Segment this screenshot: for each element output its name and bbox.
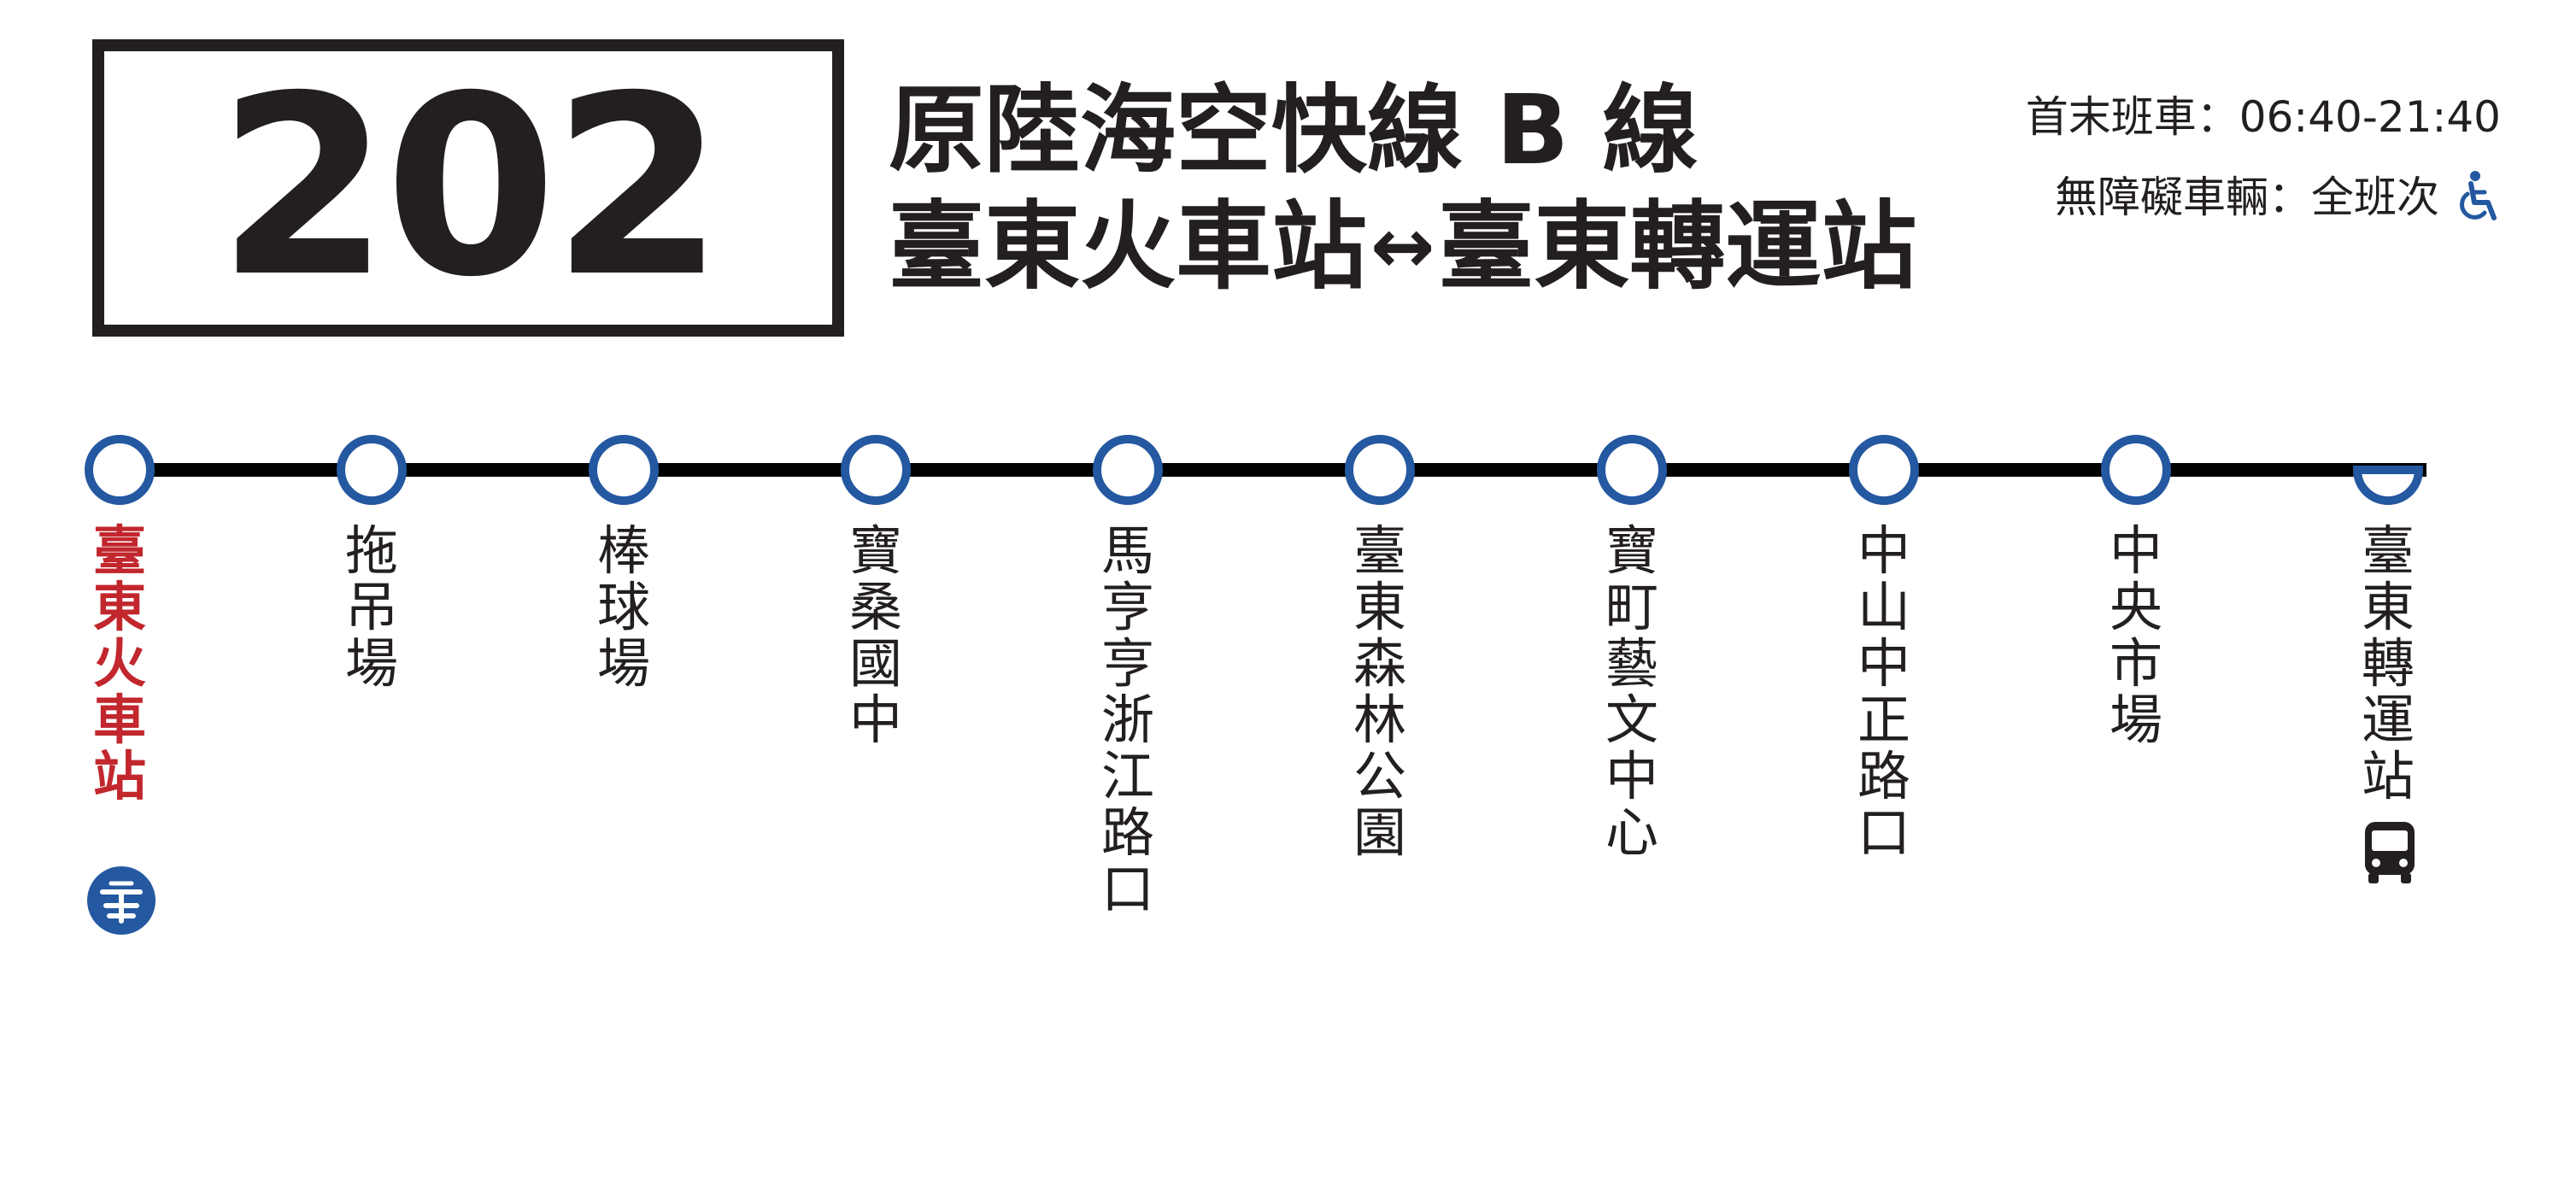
stop-label: 寶桑國中: [848, 519, 902, 751]
stop-label: 棒球場: [596, 519, 650, 695]
route-origin: 臺東火車站: [889, 191, 1367, 302]
stop-marker: [1849, 435, 1919, 505]
stop-label: 臺東轉運站: [2361, 519, 2415, 807]
stop-marker: [589, 435, 659, 505]
service-hours-row: 首末班車：06:40-21:40: [2026, 77, 2501, 157]
route-number: 202: [217, 44, 724, 331]
stop-marker: [85, 435, 155, 505]
stop-label: 拖吊場: [344, 519, 398, 695]
route-number-box: 202: [92, 39, 844, 337]
bidirectional-arrow-icon: ↔: [1370, 202, 1435, 291]
stop-label: 臺東火車站: [92, 519, 146, 807]
stop-marker: [1345, 435, 1415, 505]
accessible-row: 無障礙車輛：全班次: [2026, 157, 2501, 238]
stop-marker: [1597, 435, 1667, 505]
route-name: 原陸海空快線 B 線: [889, 75, 1699, 186]
service-info: 首末班車：06:40-21:40 無障礙車輛：全班次: [2026, 77, 2501, 238]
stop-marker: [841, 435, 911, 505]
taiwan-railway-logo-icon: [87, 866, 155, 935]
stop-marker: [2352, 466, 2424, 505]
stop-label: 臺東森林公園: [1353, 519, 1406, 864]
stop-markers: [85, 435, 2424, 505]
service-hours: 首末班車：06:40-21:40: [2025, 92, 2501, 142]
stop-marker: [1093, 435, 1163, 505]
route-terminals: 臺東火車站 ↔ 臺東轉運站: [889, 191, 1916, 302]
stop-marker: [337, 435, 407, 505]
stop-label: 馬亨亨浙江路口: [1100, 519, 1154, 920]
bus-icon: [2365, 822, 2415, 883]
wheelchair-icon: [2460, 171, 2497, 220]
accessible-service: 無障礙車輛：全班次: [2055, 173, 2439, 222]
stop-label: 中山中正路口: [1857, 519, 1910, 864]
stop-label: 中央市場: [2109, 519, 2162, 751]
route-destination: 臺東轉運站: [1438, 191, 1917, 302]
stop-label: 寶町藝文中心: [1605, 519, 1658, 864]
stop-marker: [2101, 435, 2171, 505]
